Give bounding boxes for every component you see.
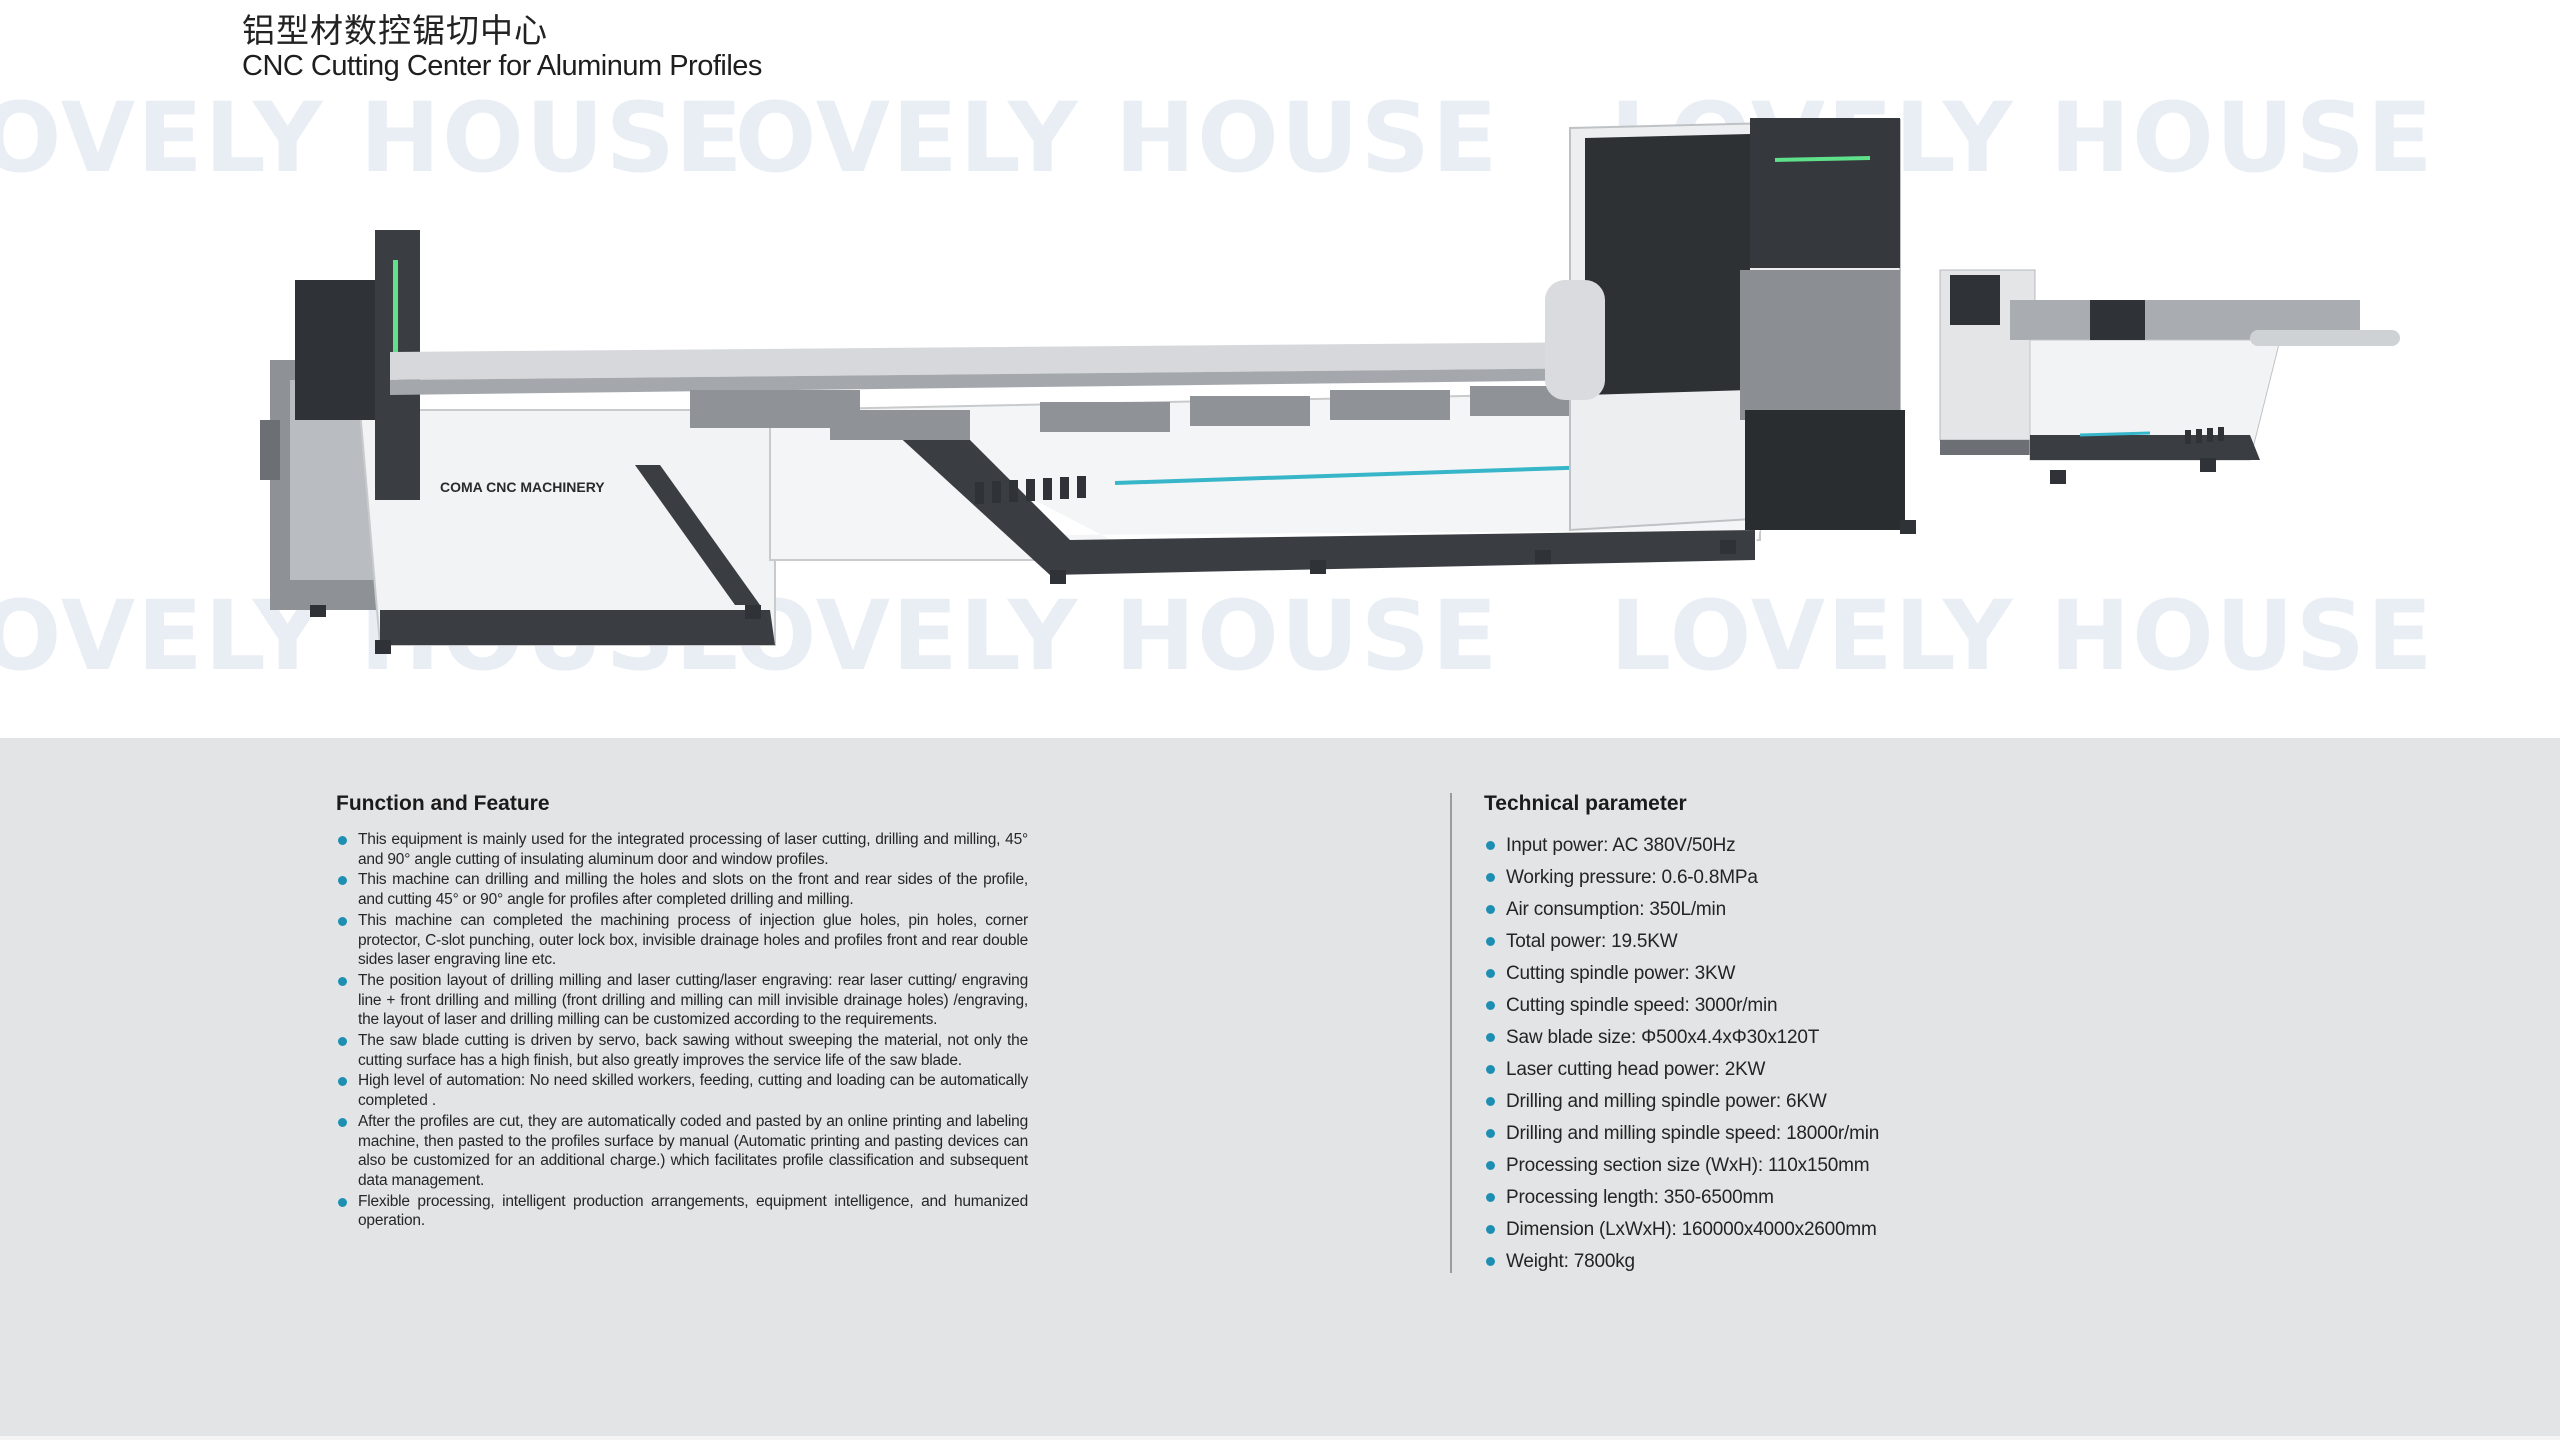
param-item: Processing section size (WxH): 110x150mm (1484, 1150, 2104, 1182)
cnc-machine-illustration: COMA CNC MACHINERY (260, 118, 2400, 654)
feature-list: This equipment is mainly used for the in… (336, 830, 1028, 1231)
feature-item: The saw blade cutting is driven by servo… (336, 1031, 1028, 1070)
watermark-text: LOVELY HOUSE (675, 82, 1500, 194)
feature-item: The position layout of drilling milling … (336, 971, 1028, 1030)
machine-brand-label: COMA CNC MACHINERY (440, 479, 605, 495)
param-item: Air consumption: 350L/min (1484, 894, 2104, 926)
feature-item: High level of automation: No need skille… (336, 1071, 1028, 1110)
feature-item: Flexible processing, intelligent product… (336, 1192, 1028, 1231)
feature-item: This machine can completed the machining… (336, 911, 1028, 970)
bottom-edge (0, 1436, 2560, 1440)
column-divider (1450, 793, 1452, 1273)
tech-title: Technical parameter (1484, 792, 1687, 815)
param-item: Laser cutting head power: 2KW (1484, 1054, 2104, 1086)
param-item: Cutting spindle speed: 3000r/min (1484, 990, 2104, 1022)
watermark-text: LOVELY HOUSE (1610, 580, 2435, 692)
param-item: Dimension (LxWxH): 160000x4000x2600mm (1484, 1214, 2104, 1246)
param-item: Input power: AC 380V/50Hz (1484, 830, 2104, 862)
title-chinese: 铝型材数控锯切中心 (242, 11, 548, 50)
param-item: Drilling and milling spindle speed: 1800… (1484, 1118, 2104, 1150)
spec-section: Function and Feature This equipment is m… (0, 738, 2560, 1440)
watermark-text: LOVELY HOUSE (0, 82, 745, 194)
watermark-text: LOVELY HOUSE (675, 580, 1500, 692)
title-english: CNC Cutting Center for Aluminum Profiles (242, 50, 762, 82)
feature-item: This equipment is mainly used for the in… (336, 830, 1028, 869)
param-item: Cutting spindle power: 3KW (1484, 958, 2104, 990)
param-item: Drilling and milling spindle power: 6KW (1484, 1086, 2104, 1118)
feature-item: After the profiles are cut, they are aut… (336, 1112, 1028, 1191)
param-item: Saw blade size: Φ500x4.4xΦ30x120T (1484, 1022, 2104, 1054)
param-item: Weight: 7800kg (1484, 1246, 2104, 1278)
tech-column: Technical parameter Input power: AC 380V… (1484, 792, 2104, 1278)
function-column: Function and Feature This equipment is m… (336, 792, 1028, 1232)
param-item: Total power: 19.5KW (1484, 926, 2104, 958)
param-item: Processing length: 350-6500mm (1484, 1182, 2104, 1214)
param-list: Input power: AC 380V/50Hz Working pressu… (1484, 830, 2104, 1278)
function-title: Function and Feature (336, 792, 550, 815)
hero-section: 铝型材数控锯切中心 CNC Cutting Center for Aluminu… (0, 11, 2435, 692)
param-item: Working pressure: 0.6-0.8MPa (1484, 862, 2104, 894)
feature-item: This machine can drilling and milling th… (336, 870, 1028, 909)
